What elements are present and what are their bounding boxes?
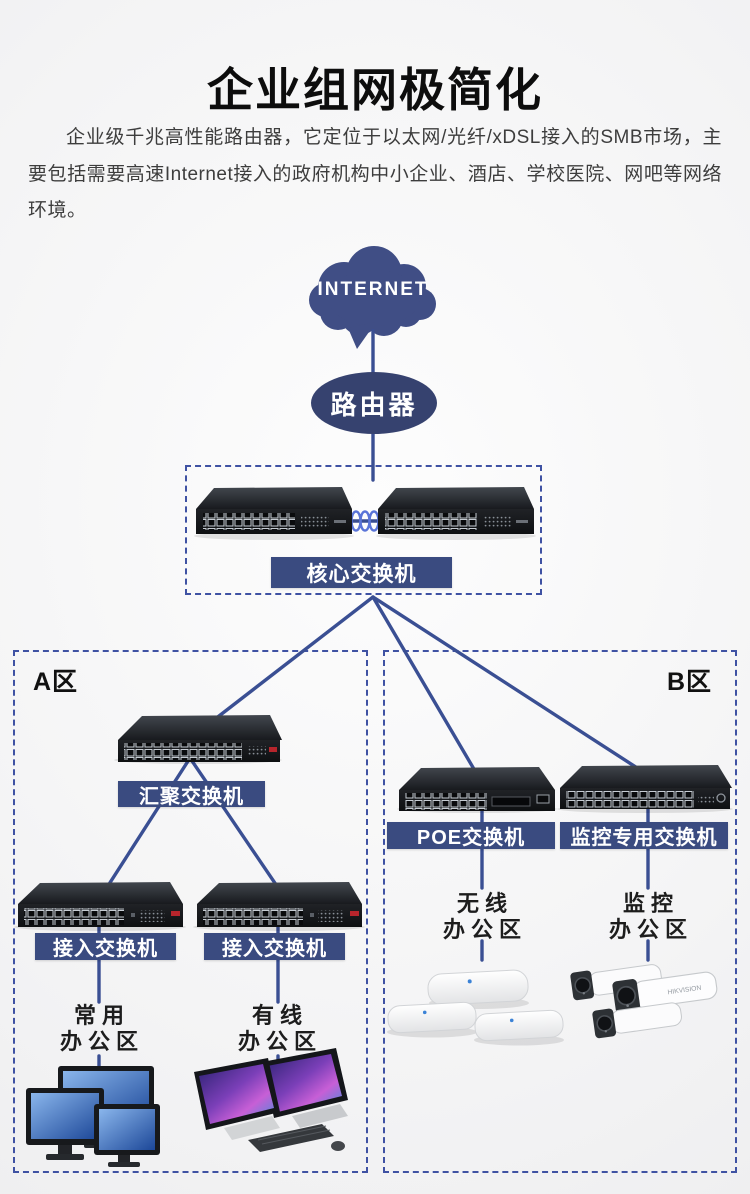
area-wired-office-line1: 有线 <box>251 1003 308 1028</box>
line-core-cctv-switch <box>371 595 647 775</box>
line-aggregation-access-right <box>188 756 283 894</box>
connection-lines <box>97 329 650 1072</box>
poe-switch-label: POE交换机 <box>387 822 555 849</box>
aggregation-switch-illustration <box>114 715 282 764</box>
area-wireless-office-line1: 无线 <box>456 891 513 916</box>
access-switch-right-label: 接入交换机 <box>204 933 345 960</box>
area-wired-office-line2: 办公区 <box>237 1029 322 1054</box>
desktop-monitors-illustration <box>26 1066 160 1167</box>
internet-cloud <box>309 246 436 349</box>
access-switch-left-label: 接入交换机 <box>35 933 176 960</box>
poe-switch-illustration <box>397 767 557 813</box>
cctv-switch-label: 监控专用交换机 <box>560 822 728 849</box>
cloud-tail <box>348 322 376 349</box>
wireless-ap-illustration <box>387 969 564 1046</box>
line-core-poe <box>371 595 480 778</box>
cctv-cameras-illustration: HIKVISION <box>570 964 718 1039</box>
zone-a-name: A区 <box>33 668 79 696</box>
area-common-office: 常用 办公区 <box>29 1003 169 1055</box>
zone-a-box <box>13 650 368 1173</box>
router-label: 路由器 <box>330 389 418 420</box>
aggregation-switch-label: 汇聚交换机 <box>118 781 265 808</box>
core-switch-group-box <box>185 465 542 595</box>
area-cctv-office-line2: 办公区 <box>608 917 693 942</box>
page-description: 企业级千兆高性能路由器，它定位于以太网/光纤/xDSL接入的SMB市场，主要包括… <box>28 127 722 221</box>
cctv-switch-illustration <box>557 765 733 813</box>
access-switch-left-illustration <box>14 882 186 931</box>
area-common-office-line2: 办公区 <box>59 1029 144 1054</box>
area-wireless-office: 无线 办公区 <box>412 891 552 943</box>
zone-b-name: B区 <box>666 668 712 696</box>
aio-computers-illustration <box>194 1048 348 1152</box>
area-wired-office: 有线 办公区 <box>207 1003 347 1055</box>
camera-brand-text: HIKVISION <box>667 985 702 997</box>
zone-b-box <box>383 650 737 1173</box>
area-common-office-line1: 常用 <box>73 1003 130 1028</box>
internet-label: INTERNET <box>317 279 429 300</box>
core-switch-left-illustration <box>194 487 354 540</box>
line-core-aggregation <box>195 595 375 735</box>
access-switch-right-illustration <box>193 882 365 931</box>
core-switch-label: 核心交换机 <box>271 557 452 588</box>
line-aggregation-access-left <box>102 756 192 894</box>
area-wireless-office-line2: 办公区 <box>442 917 527 942</box>
area-cctv-office-line1: 监控 <box>622 891 679 916</box>
area-cctv-office: 监控 办公区 <box>578 891 718 943</box>
router-node: 路由器 <box>311 372 437 434</box>
page-title: 企业组网极简化 <box>207 64 543 116</box>
core-switch-right-illustration <box>376 487 536 540</box>
